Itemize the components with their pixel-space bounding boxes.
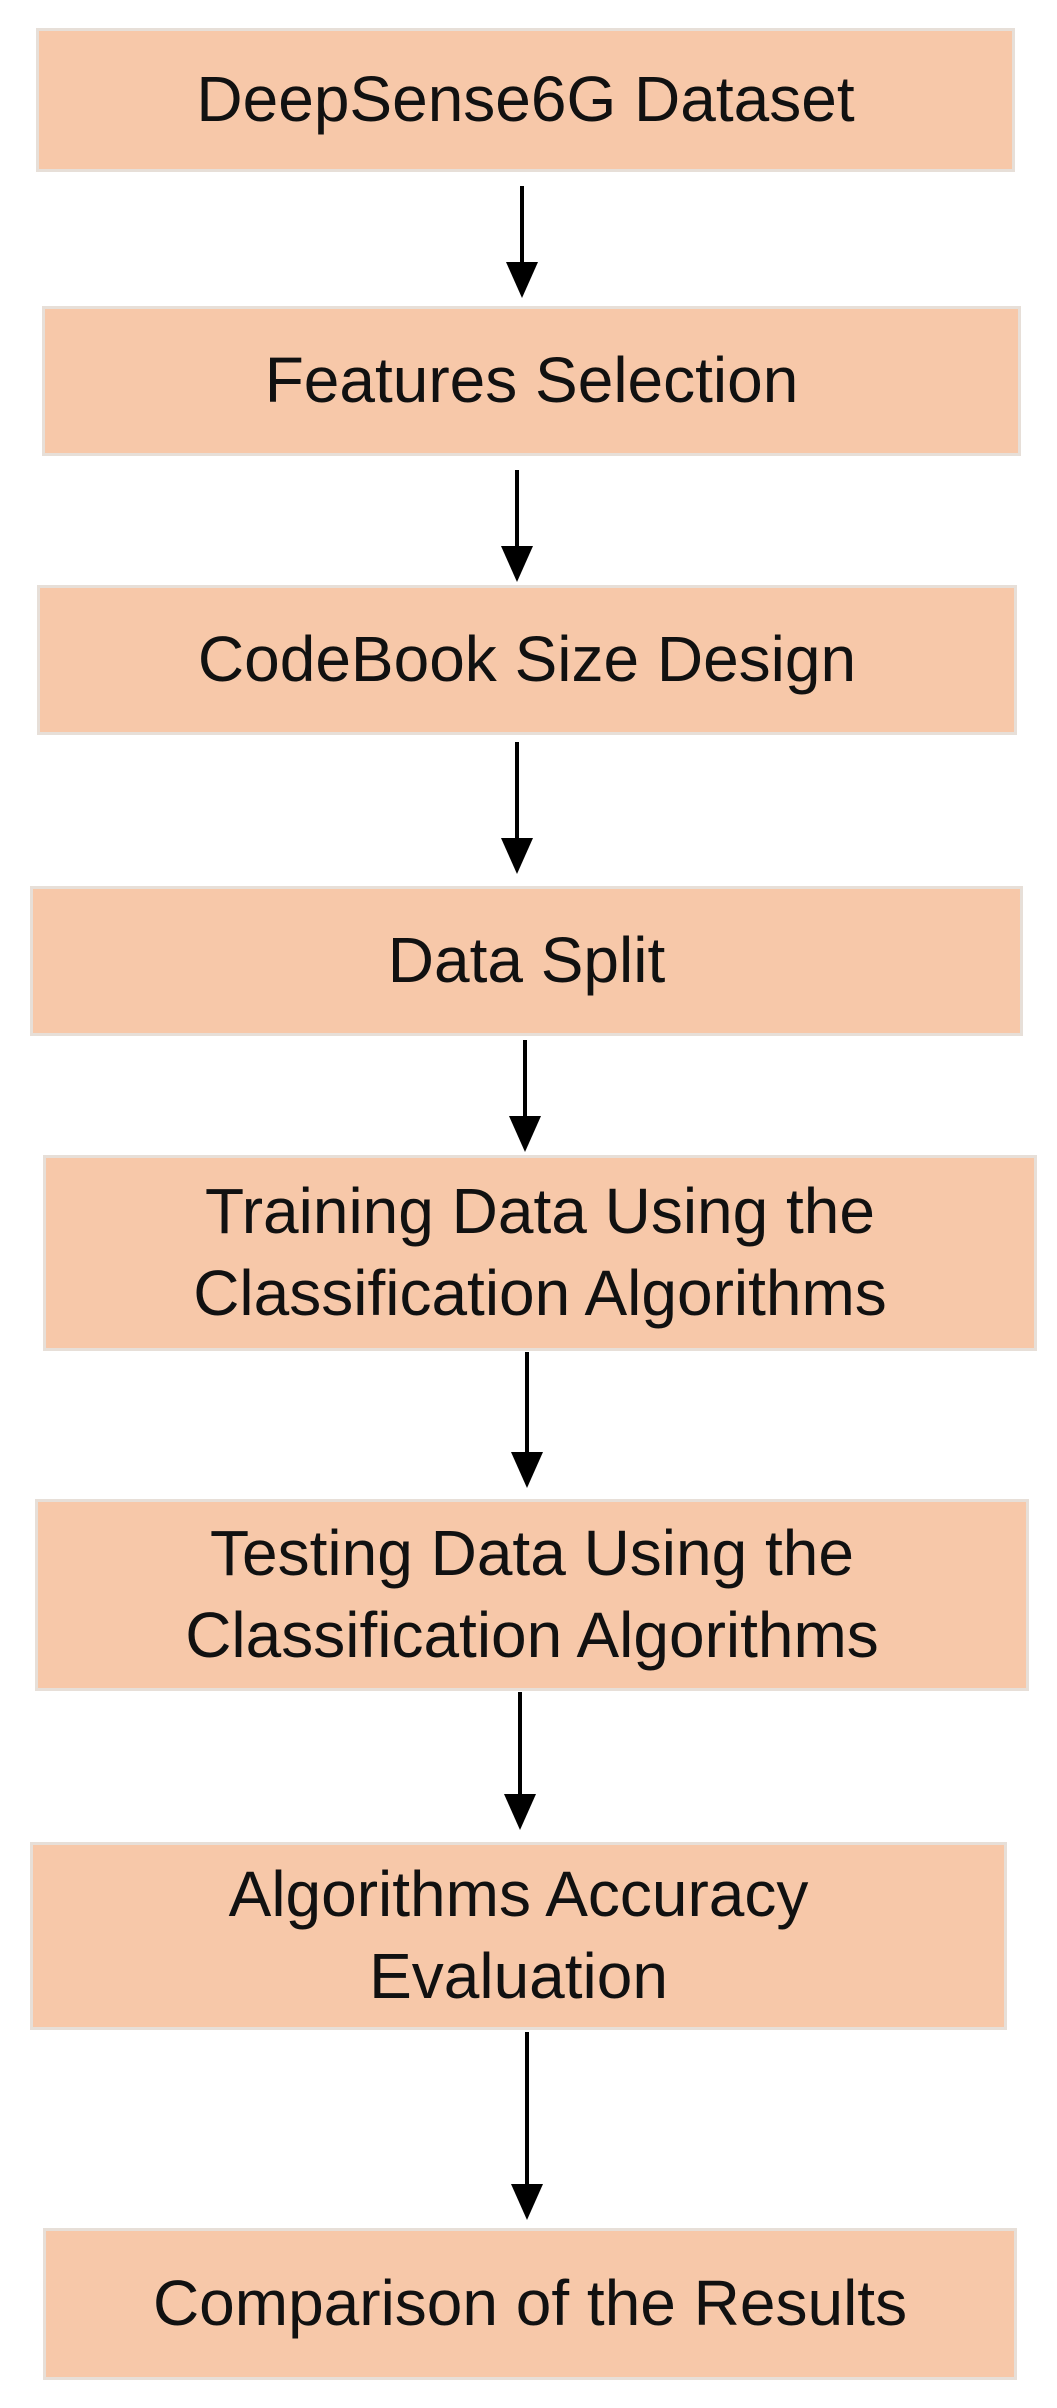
arrow-down-3 [497, 742, 537, 874]
arrow-head-icon [504, 1794, 536, 1830]
arrow-head-icon [511, 2184, 543, 2220]
arrow-head-icon [501, 546, 533, 582]
arrow-shaft [515, 470, 519, 550]
arrow-shaft [520, 186, 524, 266]
arrow-head-icon [511, 1452, 543, 1488]
step-data-split: Data Split [30, 886, 1023, 1036]
step-codebook-size-design: CodeBook Size Design [37, 585, 1017, 735]
arrow-down-6 [500, 1692, 540, 1830]
arrow-down-7 [507, 2032, 547, 2220]
arrow-head-icon [501, 838, 533, 874]
arrow-head-icon [506, 262, 538, 298]
step-comparison-of-results: Comparison of the Results [43, 2228, 1017, 2380]
arrow-shaft [515, 742, 519, 842]
step-training-data: Training Data Using the Classification A… [43, 1155, 1037, 1351]
step-features-selection: Features Selection [42, 306, 1021, 456]
step-deepsense6g-dataset: DeepSense6G Dataset [36, 28, 1015, 172]
arrow-shaft [523, 1040, 527, 1120]
arrow-down-5 [507, 1352, 547, 1488]
arrow-down-4 [505, 1040, 545, 1152]
arrow-head-icon [509, 1116, 541, 1152]
arrow-down-2 [497, 470, 537, 582]
arrow-down-1 [502, 186, 542, 298]
arrow-shaft [525, 2032, 529, 2188]
arrow-shaft [525, 1352, 529, 1456]
step-accuracy-evaluation: Algorithms Accuracy Evaluation [30, 1842, 1007, 2030]
step-testing-data: Testing Data Using the Classification Al… [35, 1499, 1029, 1691]
arrow-shaft [518, 1692, 522, 1798]
